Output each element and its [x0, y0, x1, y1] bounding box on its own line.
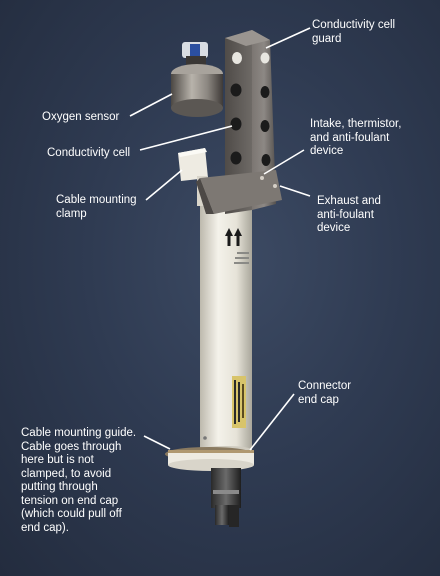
label-connector-end-cap: Connector end cap [298, 380, 352, 406]
label-cable-mounting-clamp: Cable mounting clamp [56, 194, 137, 220]
conductivity-cell-guard [196, 30, 282, 214]
oxygen-sensor [171, 42, 223, 117]
leader-lines [129, 27, 311, 451]
label-conductivity-cell: Conductivity cell [47, 147, 131, 159]
end-cap-assembly [165, 447, 254, 471]
label-cable-mounting-guide: Cable mounting guide. Cable goes through… [21, 427, 137, 534]
label-oxygen-sensor: Oxygen sensor [42, 111, 120, 123]
instrument-housing [200, 195, 252, 454]
label-intake-thermistor: Intake, thermistor, and anti-foulant dev… [310, 118, 402, 157]
label-conductivity-cell-guard: Conductivity cell guard [312, 19, 396, 45]
connector-plug [211, 468, 241, 527]
label-exhaust: Exhaust and anti-foulant device [317, 195, 381, 234]
